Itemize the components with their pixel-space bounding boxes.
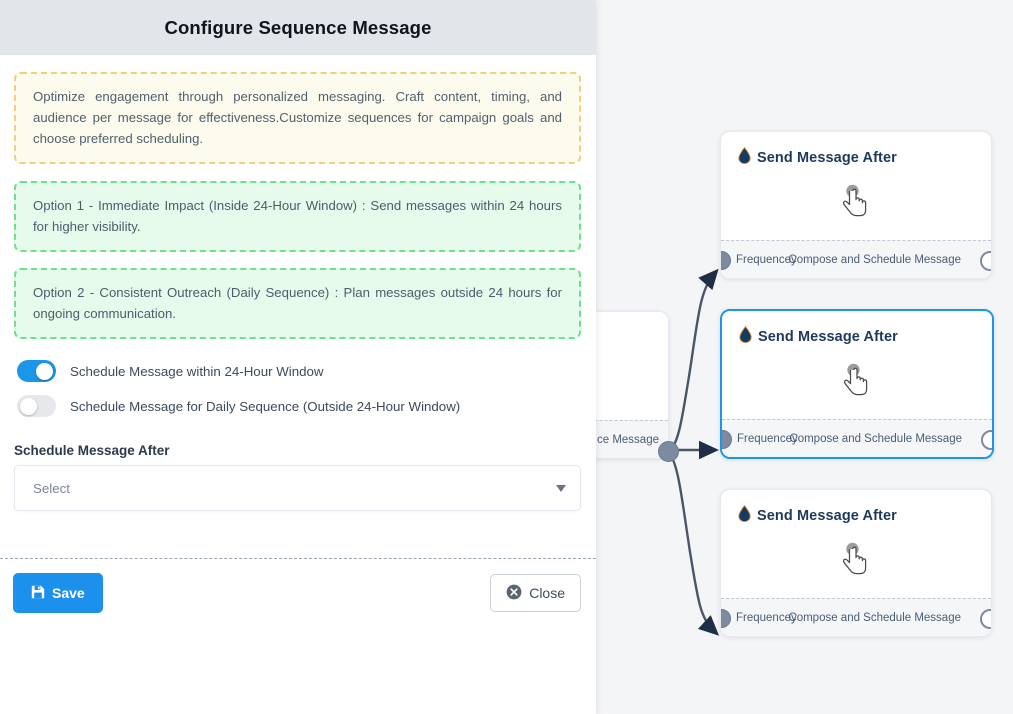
- chevron-down-icon: [556, 484, 566, 492]
- water-drop-icon: [739, 325, 752, 347]
- save-disk-icon: [31, 585, 45, 602]
- pointing-hand-cursor-icon: [833, 536, 879, 582]
- node-body: Send Message After: [721, 132, 991, 240]
- toggle-schedule-daily-sequence[interactable]: [17, 395, 56, 417]
- circle-x-icon: [506, 584, 522, 603]
- schedule-message-after-label: Schedule Message After: [14, 443, 170, 458]
- edge-to-node-3: [667, 451, 720, 636]
- node-title-label: Send Message After: [758, 328, 898, 345]
- node-footer: Frequencey Compose and Schedule Message: [721, 240, 991, 278]
- node-footer-frequency-label: Frequencey: [736, 253, 797, 266]
- save-button-label: Save: [52, 585, 85, 601]
- water-drop-icon: [738, 504, 751, 526]
- toggle-knob: [36, 362, 53, 380]
- node-body: Send Message After: [722, 311, 992, 419]
- schedule-message-after-select[interactable]: Select: [14, 465, 581, 511]
- node-footer: Frequencey Compose and Schedule Message: [722, 419, 992, 457]
- node-input-handle[interactable]: [722, 429, 732, 449]
- node-footer-compose-label: Compose and Schedule Message: [788, 253, 961, 266]
- pointing-hand-cursor-icon: [834, 357, 880, 403]
- option-note-2: Option 2 - Consistent Outreach (Daily Se…: [14, 268, 581, 339]
- node-output-handle[interactable]: [981, 429, 992, 450]
- flow-node-send-message-after-1[interactable]: Send Message After Frequencey Compose an…: [720, 131, 992, 279]
- node-footer-frequency-label: Frequencey: [737, 432, 798, 445]
- node-title-label: Send Message After: [757, 507, 897, 524]
- node-footer-compose-label: Compose and Schedule Message: [788, 611, 961, 624]
- toggle-row-within-24h[interactable]: Schedule Message within 24-Hour Window: [17, 355, 581, 387]
- node-header: Send Message After: [722, 311, 992, 347]
- close-button-label: Close: [529, 585, 565, 601]
- save-button[interactable]: Save: [13, 573, 103, 613]
- toggle-schedule-within-24h[interactable]: [17, 360, 56, 382]
- flow-node-send-message-after-2[interactable]: Send Message After Frequencey Compose an…: [720, 309, 994, 459]
- node-footer-compose-label: Compose and Schedule Message: [789, 432, 962, 445]
- node-body: Send Message After: [721, 490, 991, 598]
- node-output-handle[interactable]: [980, 608, 991, 629]
- node-title-label: Send Message After: [757, 149, 897, 166]
- toggle-label-within-24h: Schedule Message within 24-Hour Window: [70, 363, 324, 379]
- toggle-label-daily-sequence: Schedule Message for Daily Sequence (Out…: [70, 398, 461, 414]
- edge-to-node-1: [667, 268, 719, 452]
- toggle-knob: [20, 397, 37, 415]
- close-button[interactable]: Close: [490, 574, 581, 612]
- panel-content: Optimize engagement through personalized…: [0, 55, 596, 511]
- configure-sequence-message-panel: Configure Sequence Message Optimize enga…: [0, 0, 596, 714]
- node-input-handle[interactable]: [721, 608, 731, 628]
- water-drop-icon: [738, 146, 751, 168]
- node-header: Send Message After: [721, 490, 991, 526]
- node-input-handle[interactable]: [721, 250, 731, 270]
- select-value: Select: [33, 480, 70, 496]
- page-title: Configure Sequence Message: [164, 16, 432, 38]
- node-footer-frequency-label: Frequencey: [736, 611, 797, 624]
- source-node-output-handle[interactable]: [658, 441, 679, 462]
- node-footer: Frequencey Compose and Schedule Message: [721, 598, 991, 636]
- node-header: Send Message After: [721, 132, 991, 168]
- option-note-1: Option 1 - Immediate Impact (Inside 24-H…: [14, 181, 581, 252]
- node-output-handle[interactable]: [980, 250, 991, 271]
- pointing-hand-cursor-icon: [833, 178, 879, 224]
- panel-header: Configure Sequence Message: [0, 0, 596, 55]
- toggle-row-daily-sequence[interactable]: Schedule Message for Daily Sequence (Out…: [17, 390, 581, 422]
- flow-node-send-message-after-3[interactable]: Send Message After Frequencey Compose an…: [720, 489, 992, 637]
- info-note-yellow: Optimize engagement through personalized…: [14, 72, 581, 164]
- panel-footer: Save Close: [0, 558, 596, 613]
- source-node-footer-label: ce Message: [596, 433, 659, 446]
